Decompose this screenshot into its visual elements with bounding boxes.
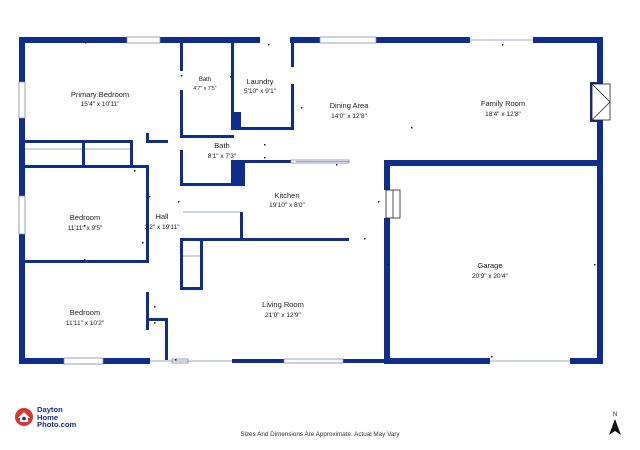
bedroom2-dims: 11'11" x 10'2": [66, 320, 105, 327]
bedroom1-label: Bedroom: [70, 213, 100, 222]
compass: N: [605, 412, 625, 441]
primary-bedroom-dims: 15'4" x 10'11": [81, 101, 120, 108]
north-arrow-icon: [609, 419, 621, 435]
primary-bedroom-label: Primary Bedroom: [71, 90, 129, 99]
bedroom2-label: Bedroom: [70, 308, 100, 317]
garage-label: Garage: [477, 261, 502, 270]
garage-dims: 20'9" x 20'4": [472, 273, 508, 280]
logo-line-2: Home: [37, 412, 59, 422]
family-room-label: Family Room: [481, 99, 525, 108]
laundry-label: Laundry: [246, 77, 273, 86]
interior-walls: [19, 37, 603, 364]
kitchen-dims: 19'10" x 8'0": [269, 202, 305, 209]
room-labels: Primary Bedroom 15'4" x 10'11" Bath 4'7"…: [66, 77, 525, 327]
bath1-label: Bath: [199, 77, 211, 83]
bath1-dims: 4'7" x 7'5": [193, 86, 216, 92]
house-logo-icon: [15, 408, 33, 427]
bedroom1-dims: 11'11" x 9'5": [68, 225, 103, 232]
door-marks: [84, 42, 596, 361]
bath2-dims: 8'1" x 7'3": [208, 153, 237, 160]
brand-logo: Dayton Home Photo.com: [14, 406, 76, 429]
hall-dims: 3'2" x 19'11": [144, 224, 180, 231]
disclaimer-text: Sizes And Dimensions Are Approximate. Ac…: [240, 431, 400, 438]
dining-area-dims: 14'0" x 12'8": [331, 113, 367, 120]
logo-line-1: Dayton: [37, 405, 63, 414]
brand-logo-text: Dayton Home Photo.com: [37, 406, 76, 429]
laundry-dims: 5'10" x 9'1": [244, 88, 277, 95]
exterior-walls: [19, 37, 603, 364]
north-label: N: [612, 412, 618, 418]
hall-label: Hall: [156, 212, 169, 221]
bath2-label: Bath: [214, 141, 229, 150]
windows: [18, 36, 570, 365]
family-room-dims: 18'4" x 12'8": [485, 111, 521, 118]
fixtures: [25, 83, 611, 257]
living-room-dims: 21'0" x 12'9": [265, 312, 301, 319]
dining-area-label: Dining Area: [330, 101, 370, 110]
kitchen-label: Kitchen: [274, 191, 299, 200]
living-room-label: Living Room: [262, 300, 304, 309]
logo-line-3: Photo.com: [37, 420, 77, 430]
